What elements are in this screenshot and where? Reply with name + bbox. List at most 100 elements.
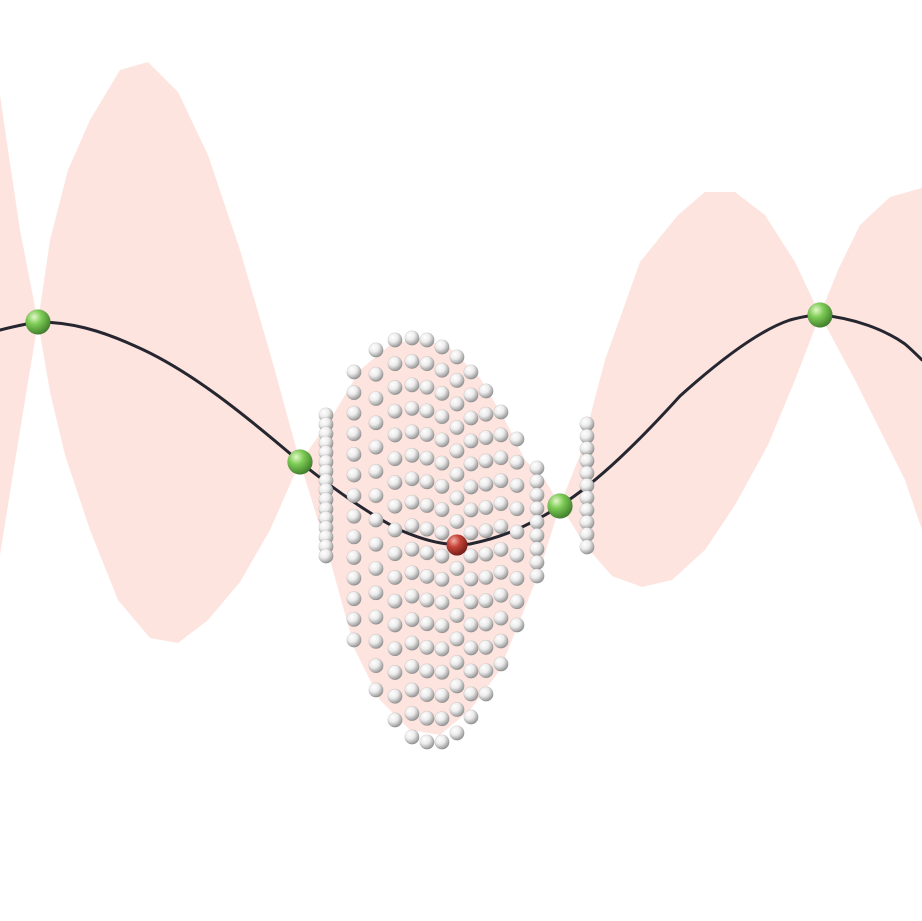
candidate-sphere <box>387 569 403 585</box>
candidate-sphere <box>478 500 494 516</box>
observed-point <box>25 309 51 335</box>
candidate-sphere <box>368 633 384 649</box>
candidate-sphere <box>493 587 509 603</box>
candidate-sphere <box>434 502 450 518</box>
candidate-sphere <box>387 356 403 372</box>
candidate-sphere <box>529 514 545 530</box>
candidate-sphere <box>509 477 525 493</box>
candidate-sphere <box>478 476 494 492</box>
candidate-sphere <box>404 682 420 698</box>
candidate-sphere <box>463 663 479 679</box>
candidate-sphere <box>368 488 384 504</box>
candidate-sphere <box>478 569 494 585</box>
observed-point <box>287 449 313 475</box>
candidate-sphere <box>387 498 403 514</box>
candidate-sphere <box>493 496 509 512</box>
candidate-sphere <box>449 631 465 647</box>
candidate-sphere <box>434 688 450 704</box>
candidate-sphere <box>434 432 450 448</box>
candidate-sphere <box>463 548 479 564</box>
candidate-sphere <box>509 431 525 447</box>
candidate-sphere <box>419 332 435 348</box>
candidate-sphere <box>449 396 465 412</box>
query-point <box>446 534 468 556</box>
candidate-sphere <box>346 529 362 545</box>
candidate-sphere <box>449 560 465 576</box>
candidate-sphere <box>346 385 362 401</box>
candidate-sphere <box>419 639 435 655</box>
candidate-sphere <box>463 686 479 702</box>
candidate-sphere <box>493 450 509 466</box>
candidate-sphere <box>463 410 479 426</box>
candidate-sphere <box>404 588 420 604</box>
candidate-sphere <box>419 687 435 703</box>
candidate-sphere <box>419 734 435 750</box>
candidate-sphere <box>419 379 435 395</box>
candidate-sphere <box>387 712 403 728</box>
candidate-sphere <box>387 403 403 419</box>
candidate-sphere <box>387 379 403 395</box>
candidate-sphere <box>419 592 435 608</box>
candidate-sphere <box>419 568 435 584</box>
candidate-sphere <box>419 427 435 443</box>
candidate-sphere <box>368 561 384 577</box>
candidate-sphere <box>434 525 450 541</box>
candidate-sphere <box>493 473 509 489</box>
candidate-sphere <box>463 571 479 587</box>
candidate-sphere <box>449 443 465 459</box>
candidate-sphere <box>463 456 479 472</box>
candidate-sphere <box>478 663 494 679</box>
candidate-sphere <box>463 525 479 541</box>
candidate-sphere <box>404 494 420 510</box>
candidate-sphere <box>404 377 420 393</box>
candidate-sphere <box>387 546 403 562</box>
candidate-sphere <box>404 635 420 651</box>
candidate-sphere <box>318 548 334 564</box>
candidate-sphere <box>449 678 465 694</box>
candidate-sphere <box>404 518 420 534</box>
candidate-sphere <box>463 594 479 610</box>
candidate-sphere <box>404 659 420 675</box>
candidate-sphere <box>368 439 384 455</box>
candidate-sphere <box>463 502 479 518</box>
candidate-sphere <box>346 570 362 586</box>
candidate-sphere <box>449 725 465 741</box>
candidate-sphere <box>478 639 494 655</box>
candidate-sphere <box>509 570 525 586</box>
candidate-sphere <box>434 339 450 355</box>
candidate-sphere <box>404 447 420 463</box>
candidate-sphere <box>434 455 450 471</box>
candidate-sphere <box>579 539 595 555</box>
candidate-sphere <box>387 474 403 490</box>
candidate-sphere <box>419 616 435 632</box>
candidate-sphere <box>404 541 420 557</box>
candidate-sphere <box>478 686 494 702</box>
candidate-sphere <box>509 617 525 633</box>
candidate-sphere <box>493 564 509 580</box>
candidate-sphere <box>346 426 362 442</box>
candidate-sphere <box>493 404 509 420</box>
candidate-sphere <box>463 617 479 633</box>
candidate-sphere <box>387 688 403 704</box>
candidate-sphere <box>368 463 384 479</box>
candidate-sphere <box>419 663 435 679</box>
candidate-sphere <box>387 617 403 633</box>
candidate-sphere <box>529 487 545 503</box>
candidate-sphere <box>346 550 362 566</box>
candidate-sphere <box>346 632 362 648</box>
candidate-sphere <box>449 349 465 365</box>
candidate-sphere <box>529 568 545 584</box>
candidate-sphere <box>419 521 435 537</box>
candidate-sphere <box>419 450 435 466</box>
candidate-sphere <box>368 585 384 601</box>
candidate-sphere <box>434 664 450 680</box>
candidate-sphere <box>404 706 420 722</box>
candidate-sphere <box>434 409 450 425</box>
candidate-sphere <box>346 508 362 524</box>
candidate-sphere <box>419 498 435 514</box>
candidate-sphere <box>463 640 479 656</box>
candidate-sphere <box>346 591 362 607</box>
candidate-sphere <box>387 451 403 467</box>
candidate-sphere <box>529 554 545 570</box>
candidate-sphere <box>493 656 509 672</box>
